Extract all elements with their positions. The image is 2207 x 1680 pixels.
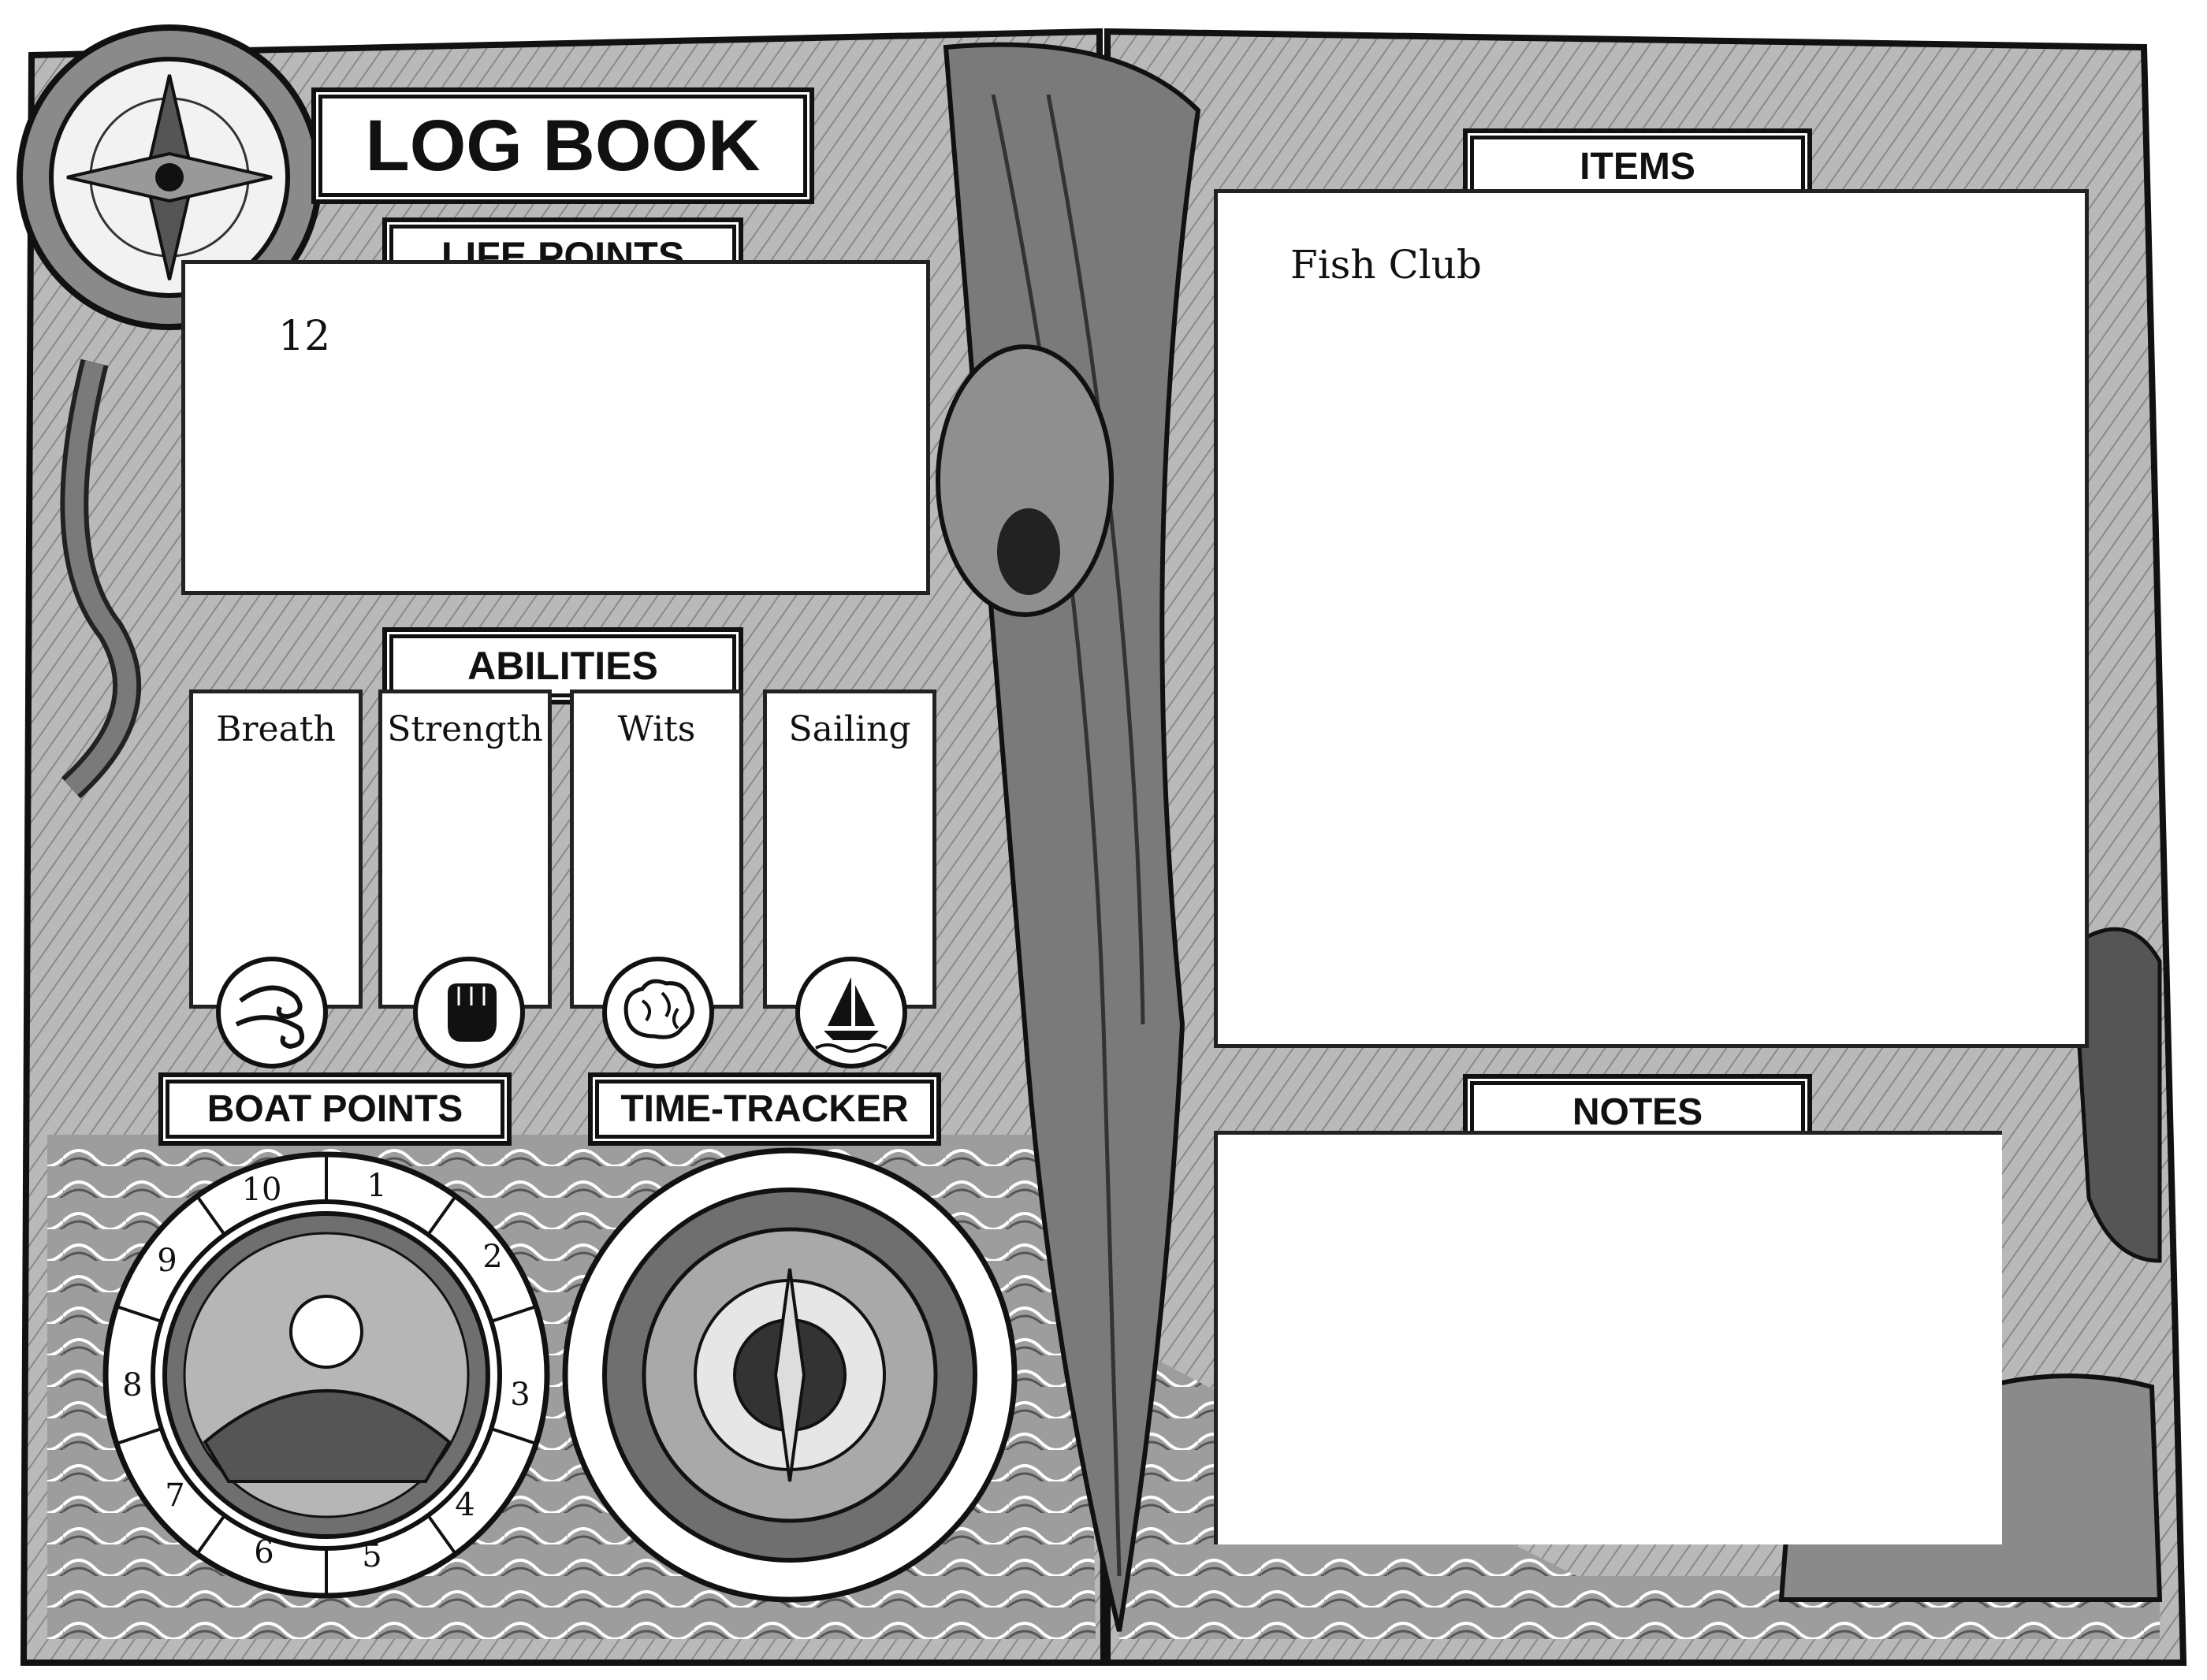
boat-point-8[interactable]: 8	[122, 1367, 143, 1403]
boat-point-5[interactable]: 5	[362, 1538, 382, 1574]
sailboat-icon	[795, 957, 907, 1069]
life-points-panel[interactable]: 12	[181, 260, 930, 595]
ability-label-sailing: Sailing	[788, 709, 911, 749]
abilities-heading: ABILITIES	[387, 632, 739, 700]
fist-icon	[413, 957, 525, 1069]
notes-panel[interactable]	[1214, 1131, 2002, 1544]
boat-point-10[interactable]: 10	[241, 1172, 282, 1208]
ability-column-wits[interactable]: Wits	[570, 689, 743, 1009]
life-points-value: 12	[278, 313, 331, 360]
ability-column-breath[interactable]: Breath	[189, 689, 363, 1009]
item-entry: Fish Club	[1290, 242, 1482, 288]
boat-point-6[interactable]: 6	[254, 1534, 274, 1570]
ability-label-strength: Strength	[387, 709, 543, 749]
ability-label-breath: Breath	[216, 709, 336, 749]
log-book-title: LOG BOOK	[316, 92, 809, 199]
boat-points-heading: BOAT POINTS	[163, 1077, 507, 1141]
items-heading: ITEMS	[1468, 133, 1807, 199]
items-panel[interactable]: Fish Club	[1214, 189, 2089, 1048]
boat-point-3[interactable]: 3	[510, 1377, 530, 1413]
ability-label-wits: Wits	[617, 709, 696, 749]
boat-point-7[interactable]: 7	[165, 1477, 185, 1514]
brain-icon	[602, 957, 714, 1069]
boat-point-4[interactable]: 4	[455, 1487, 475, 1523]
time-tracker-heading: TIME-TRACKER	[593, 1077, 936, 1141]
ability-column-strength[interactable]: Strength	[378, 689, 552, 1009]
boat-point-1[interactable]: 1	[367, 1168, 387, 1204]
boat-point-9[interactable]: 9	[157, 1243, 177, 1279]
boat-point-2[interactable]: 2	[482, 1239, 503, 1275]
wind-swirl-icon	[216, 957, 328, 1069]
ability-column-sailing[interactable]: Sailing	[763, 689, 936, 1009]
